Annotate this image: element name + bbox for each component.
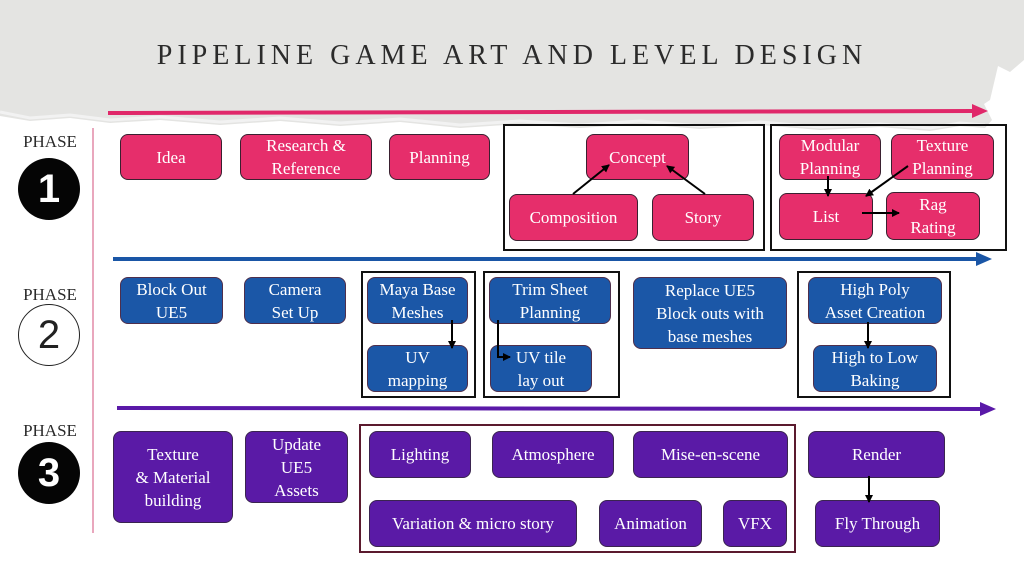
list-box: List xyxy=(779,193,873,240)
page-title: PIPELINE GAME ART AND LEVEL DESIGN xyxy=(156,40,868,71)
planning-box: Planning xyxy=(389,134,490,180)
trim-sheet-planning-box: Trim Sheet Planning xyxy=(489,277,611,324)
phase-3-label: PHASE xyxy=(23,421,77,440)
texture-material-building-box: Texture & Material building xyxy=(113,431,233,523)
variation-micro-story-box: Variation & micro story xyxy=(369,500,577,547)
phase-3-number-badge: 3 xyxy=(18,442,80,504)
phase-2-label: PHASE xyxy=(23,285,77,304)
uv-mapping-box: UV mapping xyxy=(367,345,468,392)
highpoly-group-frame xyxy=(797,271,951,398)
rag-rating-box: Rag Rating xyxy=(886,192,980,240)
fly-through-box: Fly Through xyxy=(815,500,940,547)
phase-1-label: PHASE xyxy=(23,132,77,151)
lighting-group-frame xyxy=(359,424,796,553)
texture-planning-box: Texture Planning xyxy=(891,134,994,180)
vfx-box: VFX xyxy=(723,500,787,547)
phase-2-number-badge: 2 xyxy=(18,304,80,366)
maya-group-frame xyxy=(361,271,476,398)
uv-tile-layout-box: UV tile lay out xyxy=(490,345,592,392)
phase-divider-line xyxy=(92,128,94,533)
modular-planning-box: Modular Planning xyxy=(779,134,881,180)
concept-group-frame xyxy=(503,124,765,251)
atmosphere-box: Atmosphere xyxy=(492,431,614,478)
animation-box: Animation xyxy=(599,500,702,547)
mise-en-scene-box: Mise-en-scene xyxy=(633,431,788,478)
lighting-box: Lighting xyxy=(369,431,471,478)
block-out-ue5-box: Block Out UE5 xyxy=(120,277,223,324)
planning-group-frame xyxy=(770,124,1007,251)
trim-group-frame xyxy=(483,271,620,398)
composition-box: Composition xyxy=(509,194,638,241)
render-box: Render xyxy=(808,431,945,478)
idea-box: Idea xyxy=(120,134,222,180)
camera-setup-box: Camera Set Up xyxy=(244,277,346,324)
high-to-low-baking-box: High to Low Baking xyxy=(813,345,937,392)
maya-base-meshes-box: Maya Base Meshes xyxy=(367,277,468,324)
story-box: Story xyxy=(652,194,754,241)
replace-ue5-blockouts-box: Replace UE5 Block outs with base meshes xyxy=(633,277,787,349)
high-poly-asset-creation-box: High Poly Asset Creation xyxy=(808,277,942,324)
phase-1-number-badge: 1 xyxy=(18,158,80,220)
concept-box: Concept xyxy=(586,134,689,180)
update-ue5-assets-box: Update UE5 Assets xyxy=(245,431,348,503)
research-reference-box: Research & Reference xyxy=(240,134,372,180)
